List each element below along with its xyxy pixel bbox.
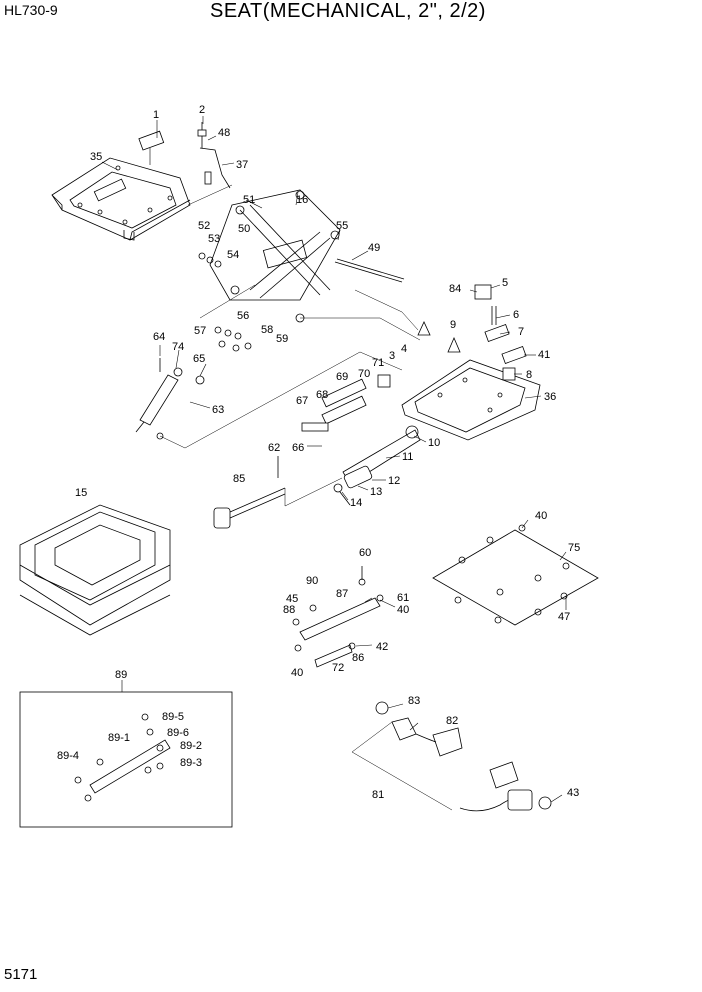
page-number: 5171 — [4, 966, 38, 983]
page-title: SEAT(MECHANICAL, 2", 2/2) — [210, 0, 486, 22]
seat-cushion — [19, 504, 171, 636]
callout-41: 41 — [538, 349, 550, 361]
callout-63: 63 — [212, 404, 224, 416]
callout-89-5: 89-5 — [162, 711, 184, 723]
callout-89-6: 89-6 — [167, 727, 189, 739]
washer-set — [214, 326, 252, 352]
callout-89-4: 89-4 — [57, 750, 79, 762]
callout-1: 1 — [153, 109, 159, 121]
callout-71: 71 — [372, 357, 384, 369]
springs — [301, 374, 391, 432]
callout-65: 65 — [193, 353, 205, 365]
callout-56: 56 — [237, 310, 249, 322]
callout-83: 83 — [408, 695, 420, 707]
callout-66: 66 — [292, 442, 304, 454]
callout-40-mid: 40 — [397, 604, 409, 616]
callout-89: 89 — [115, 669, 127, 681]
callout-14: 14 — [350, 497, 362, 509]
callout-53: 53 — [208, 233, 220, 245]
callout-52: 52 — [198, 220, 210, 232]
callout-50: 50 — [238, 223, 250, 235]
callout-68: 68 — [316, 389, 328, 401]
callout-8: 8 — [526, 369, 532, 381]
callout-58: 58 — [261, 324, 273, 336]
adjuster-rail — [277, 425, 421, 506]
callout-88: 88 — [283, 604, 295, 616]
callout-69: 69 — [336, 371, 348, 383]
callout-48: 48 — [218, 127, 230, 139]
callout-81: 81 — [372, 789, 384, 801]
callout-75: 75 — [568, 542, 580, 554]
seat-pan-frame — [51, 130, 191, 241]
callout-82: 82 — [446, 715, 458, 727]
callout-4: 4 — [401, 343, 407, 355]
inset-box — [19, 680, 233, 828]
callout-59: 59 — [276, 333, 288, 345]
reference-lines — [159, 184, 421, 507]
callout-43: 43 — [567, 787, 579, 799]
callout-12: 12 — [388, 475, 400, 487]
mounting-plate — [432, 524, 599, 626]
callout-60: 60 — [359, 547, 371, 559]
callout-6: 6 — [513, 309, 519, 321]
callout-49: 49 — [368, 242, 380, 254]
callout-5: 5 — [502, 277, 508, 289]
callout-62: 62 — [268, 442, 280, 454]
callout-47: 47 — [558, 611, 570, 623]
wire-harness — [351, 701, 552, 812]
callout-57: 57 — [194, 325, 206, 337]
callout-40-low: 40 — [291, 667, 303, 679]
callout-2: 2 — [199, 104, 205, 116]
callout-40-top: 40 — [535, 510, 547, 522]
callout-70: 70 — [358, 368, 370, 380]
callout-64: 64 — [153, 331, 165, 343]
callout-16: 16 — [296, 194, 308, 206]
callout-61: 61 — [397, 592, 409, 604]
callout-67: 67 — [296, 395, 308, 407]
callout-7: 7 — [518, 326, 524, 338]
callout-9: 9 — [450, 319, 456, 331]
callout-84: 84 — [449, 283, 461, 295]
callout-45: 45 — [286, 593, 298, 605]
scissor-mechanism — [198, 189, 405, 323]
model-code: HL730-9 — [4, 2, 58, 18]
callout-51: 51 — [243, 194, 255, 206]
callout-89-2: 89-2 — [180, 740, 202, 752]
callout-labels: 1 2 48 35 37 51 16 50 55 52 53 54 49 84 … — [57, 104, 580, 801]
callout-42: 42 — [376, 641, 388, 653]
callout-36: 36 — [544, 391, 556, 403]
slide-rail — [292, 566, 384, 668]
callout-35: 35 — [90, 151, 102, 163]
callout-11: 11 — [402, 451, 413, 463]
callout-74: 74 — [172, 341, 184, 353]
callout-86: 86 — [352, 652, 364, 664]
callout-54: 54 — [227, 249, 239, 261]
base-plate — [401, 284, 541, 441]
callout-85: 85 — [233, 473, 245, 485]
callout-10: 10 — [428, 437, 440, 449]
callout-89-3: 89-3 — [180, 757, 202, 769]
callout-15: 15 — [75, 487, 87, 499]
callout-3: 3 — [389, 350, 395, 362]
adjust-knob — [213, 487, 286, 529]
callout-55: 55 — [336, 220, 348, 232]
shock-absorber — [135, 358, 205, 440]
callout-37: 37 — [236, 159, 248, 171]
seat-lever — [197, 122, 231, 189]
callout-13: 13 — [370, 486, 382, 498]
callout-90: 90 — [306, 575, 318, 587]
callout-72: 72 — [332, 662, 344, 674]
callout-89-1: 89-1 — [108, 732, 130, 744]
callout-87: 87 — [336, 588, 348, 600]
leader-lines — [101, 116, 567, 803]
